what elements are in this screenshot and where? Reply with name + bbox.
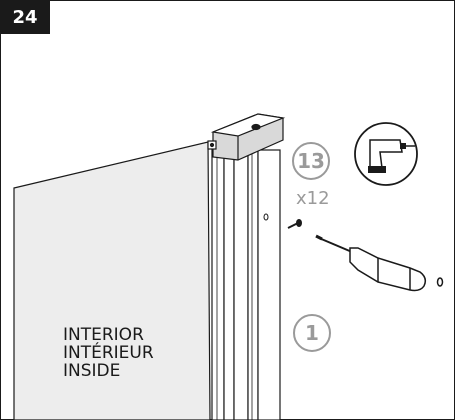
hardware-quantity: x12 <box>296 188 330 209</box>
side-label-line: INSIDE <box>63 361 121 381</box>
wall-profile <box>211 149 281 420</box>
side-label-line: INTÉRIEUR <box>63 343 154 363</box>
hardware-part-number: 13 <box>297 149 325 173</box>
screw-hole <box>263 213 269 221</box>
hardware-part-callout: 13 <box>292 142 330 180</box>
interior-side-label: INTERIOR INTÉRIEUR INSIDE <box>63 326 154 380</box>
screw <box>287 219 302 229</box>
drill-icon <box>354 122 418 186</box>
side-label-line: INTERIOR <box>63 325 144 345</box>
panel-part-number: 1 <box>305 321 319 345</box>
glass-panel <box>13 141 211 420</box>
screwdriver-icon <box>315 234 444 292</box>
panel-part-callout: 1 <box>293 314 331 352</box>
step-number-badge: 24 <box>0 0 50 34</box>
top-cap <box>207 113 286 161</box>
